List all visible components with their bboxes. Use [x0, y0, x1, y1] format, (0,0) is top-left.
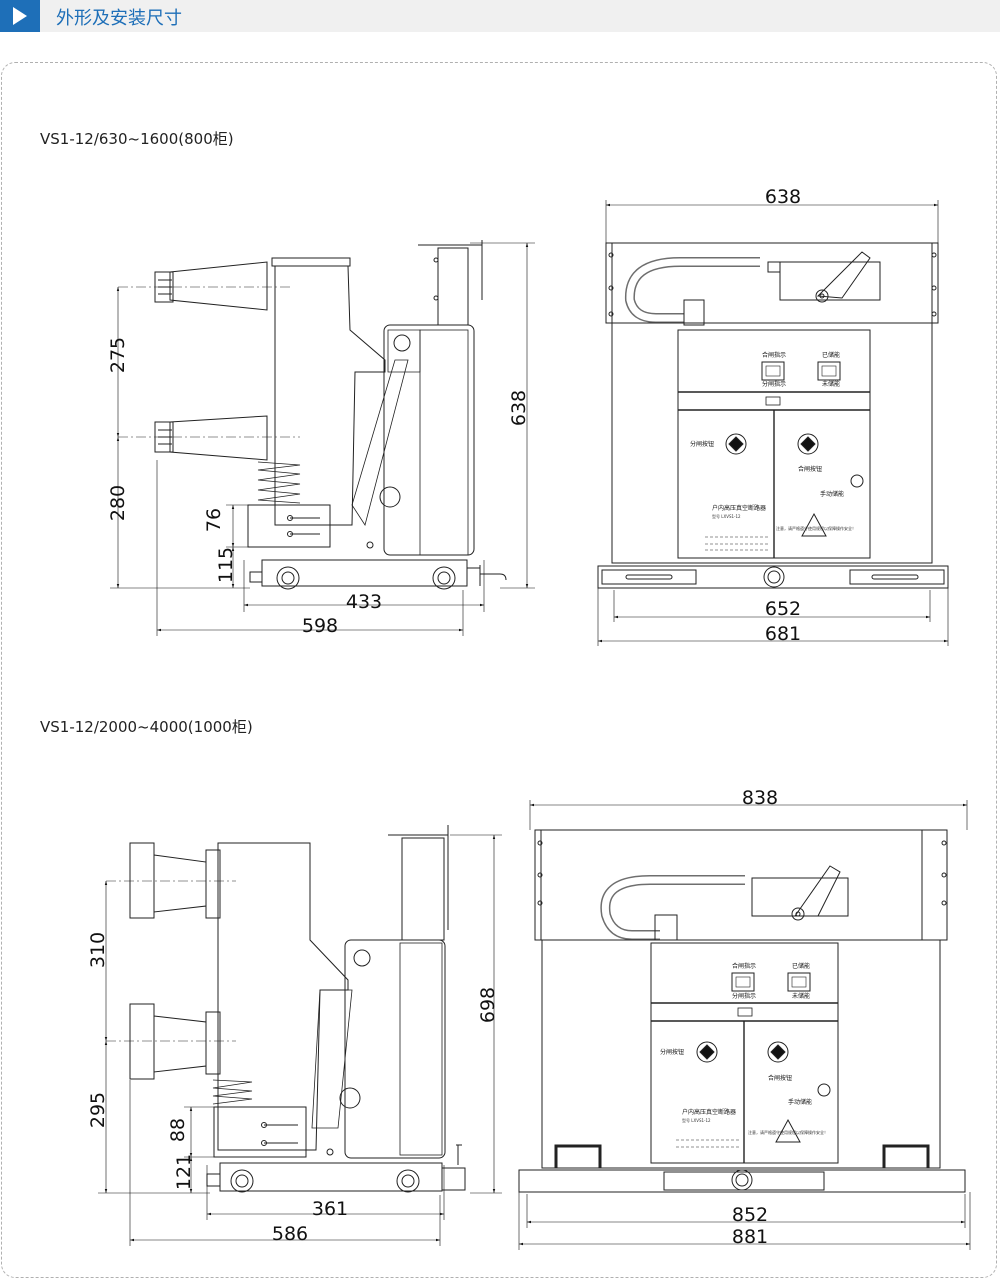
model-label-1: VS1-12/630~1600(800柜)	[40, 130, 234, 148]
close-indicator-label-1: 合闸指示	[762, 351, 786, 359]
side-view-1	[118, 240, 507, 590]
dim-681: 681	[765, 623, 801, 645]
front-view-2-dims	[518, 800, 971, 1250]
dim-586: 586	[272, 1223, 308, 1245]
dim-121: 121	[173, 1154, 195, 1190]
nameplate-label-2: 户内高压真空断路器	[682, 1108, 736, 1116]
dim-881: 881	[732, 1226, 768, 1248]
open-indicator-label-2: 分闸指示	[732, 992, 756, 1000]
dim-838: 838	[742, 787, 778, 809]
dim-652: 652	[765, 598, 801, 620]
section-header: 外形及安装尺寸	[0, 0, 1000, 32]
not-stored-label-1: 未储能	[822, 380, 840, 388]
dim-698: 698	[477, 987, 499, 1023]
dim-852: 852	[732, 1204, 768, 1226]
front-view-1-labels: 合闸指示 分闸指示 已储能 未储能 分闸按钮 合闸按钮 手动储能 户内高压真空断…	[690, 351, 856, 531]
drawing-panel	[1, 62, 997, 1278]
manual-charge-label-2: 手动储能	[788, 1098, 812, 1106]
dim-433: 433	[346, 591, 382, 613]
not-stored-label-2: 未储能	[792, 992, 810, 1000]
dim-310: 310	[87, 932, 109, 968]
side-view-2-dims	[98, 834, 502, 1246]
dim-638-width: 638	[765, 186, 801, 208]
dim-361: 361	[312, 1198, 348, 1220]
open-indicator-label-1: 分闸指示	[762, 380, 786, 388]
front-view-1	[597, 242, 949, 589]
dim-76: 76	[203, 508, 225, 532]
type-label-2: 型号 LXVS1-12	[682, 1117, 711, 1123]
front-view-2-labels: 合闸指示 分闸指示 已储能 未储能 分闸按钮 合闸按钮 手动储能 户内高压真空断…	[660, 962, 828, 1135]
manual-charge-label-1: 手动储能	[820, 490, 844, 498]
close-button-label-1: 合闸按钮	[798, 465, 822, 473]
model-label-2: VS1-12/2000~4000(1000柜)	[40, 718, 253, 736]
dim-638-height: 638	[508, 390, 530, 426]
close-button-label-2: 合闸按钮	[768, 1074, 792, 1082]
nameplate-label-1: 户内高压真空断路器	[712, 504, 766, 512]
warning-label-2: 注意，请严格遵守使用规程以保障操作安全！	[748, 1129, 828, 1135]
type-label-1: 型号 LXVS1-12	[712, 513, 741, 519]
dim-88: 88	[167, 1118, 189, 1142]
section-title: 外形及安装尺寸	[56, 8, 182, 29]
dim-115: 115	[215, 547, 237, 583]
stored-label-2: 已储能	[792, 962, 810, 970]
side-view-2	[106, 825, 466, 1193]
open-button-label-1: 分闸按钮	[690, 440, 714, 448]
dim-280: 280	[107, 485, 129, 521]
dim-295: 295	[87, 1092, 109, 1128]
play-arrow-icon	[0, 0, 40, 32]
stored-label-1: 已储能	[822, 351, 840, 359]
open-button-label-2: 分闸按钮	[660, 1048, 684, 1056]
side-view-1-dims	[110, 242, 535, 636]
close-indicator-label-2: 合闸指示	[732, 962, 756, 970]
front-view-1-dims	[597, 200, 949, 646]
dim-598: 598	[302, 615, 338, 637]
warning-label-1: 注意，请严格遵守使用规程以保障操作安全！	[776, 525, 856, 531]
front-view-2	[518, 829, 966, 1193]
dim-275: 275	[107, 337, 129, 373]
